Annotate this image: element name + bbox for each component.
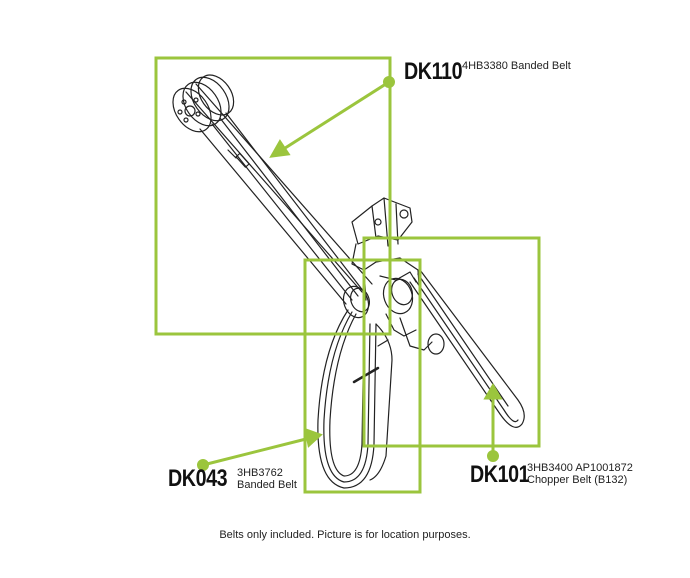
top-pulley bbox=[172, 74, 235, 133]
dk043-description-line: Banded Belt bbox=[237, 479, 297, 491]
dk110-description: 4HB3380 Banded Belt bbox=[462, 60, 571, 72]
dk101-arrow bbox=[483, 383, 503, 462]
dk101-description-line: 3HB3400 AP1001872 bbox=[527, 462, 633, 474]
long-banded-belt bbox=[185, 83, 373, 305]
callout-arrows bbox=[197, 76, 503, 471]
dk110-code: DK110 bbox=[404, 58, 463, 85]
lower-banded-belt bbox=[317, 309, 393, 489]
footer-note: Belts only included. Picture is for loca… bbox=[219, 529, 471, 541]
dk043-description-line: 3HB3762 bbox=[237, 467, 283, 479]
dk043-description: 3HB3762 Banded Belt bbox=[237, 467, 297, 491]
dk110-arrow bbox=[269, 76, 395, 158]
dk101-description: 3HB3400 AP1001872 Chopper Belt (B132) bbox=[527, 462, 633, 486]
dk110-description-line: 4HB3380 Banded Belt bbox=[462, 60, 571, 72]
belt-assembly-drawing bbox=[172, 74, 525, 489]
dk043-code: DK043 bbox=[168, 465, 228, 492]
dk101-code: DK101 bbox=[470, 461, 530, 488]
callout-boxes bbox=[154, 56, 541, 494]
chopper-belt bbox=[409, 269, 525, 428]
dk043-arrow bbox=[197, 427, 323, 471]
dk101-description-line: Chopper Belt (B132) bbox=[527, 474, 628, 486]
dk110-highlight-box bbox=[154, 56, 392, 336]
dk101-highlight-box bbox=[362, 236, 541, 448]
